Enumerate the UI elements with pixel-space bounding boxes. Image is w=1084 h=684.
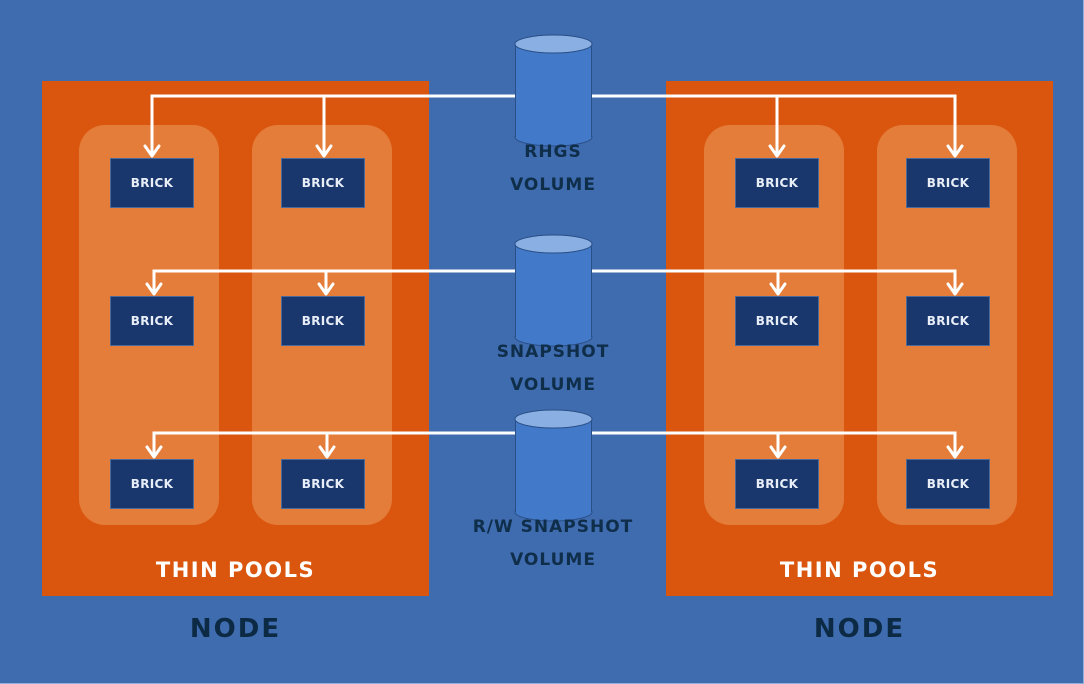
volume-label-line1: RHGS: [524, 142, 582, 162]
brick: BRICK: [735, 459, 819, 509]
brick: BRICK: [735, 158, 819, 208]
volume-label-line2: VOLUME: [510, 550, 596, 570]
brick: BRICK: [906, 459, 990, 509]
brick: BRICK: [906, 158, 990, 208]
volume-label-line1: R/W SNAPSHOT: [472, 517, 634, 537]
brick: BRICK: [110, 296, 194, 346]
brick: BRICK: [735, 296, 819, 346]
node-label: NODE: [813, 614, 906, 644]
volume-label-snapshot: SNAPSHOT VOLUME: [453, 336, 653, 402]
thin-pool: BRICK BRICK BRICK: [877, 125, 1017, 525]
volume-label-line1: SNAPSHOT: [496, 342, 610, 362]
database-cylinder-icon: [514, 34, 593, 147]
node-left: BRICK BRICK BRICK BRICK BRICK BRICK THIN…: [42, 81, 429, 596]
thin-pool: BRICK BRICK BRICK: [79, 125, 219, 525]
volume-label-line2: VOLUME: [510, 375, 596, 395]
brick: BRICK: [110, 459, 194, 509]
database-cylinder-icon: [514, 409, 593, 522]
node-label: NODE: [189, 614, 282, 644]
brick: BRICK: [906, 296, 990, 346]
volume-label-line2: VOLUME: [510, 175, 596, 195]
thin-pools-label: THIN POOLS: [779, 558, 940, 582]
volume-label-rw-snapshot: R/W SNAPSHOT VOLUME: [453, 511, 653, 577]
brick: BRICK: [281, 158, 365, 208]
node-right: BRICK BRICK BRICK BRICK BRICK BRICK THIN…: [666, 81, 1053, 596]
database-cylinder-icon: [514, 234, 593, 347]
volume-label-rhgs: RHGS VOLUME: [453, 136, 653, 202]
brick: BRICK: [110, 158, 194, 208]
brick: BRICK: [281, 459, 365, 509]
thin-pool: BRICK BRICK BRICK: [252, 125, 392, 525]
brick: BRICK: [281, 296, 365, 346]
thin-pool: BRICK BRICK BRICK: [704, 125, 844, 525]
thin-pools-label: THIN POOLS: [155, 558, 316, 582]
